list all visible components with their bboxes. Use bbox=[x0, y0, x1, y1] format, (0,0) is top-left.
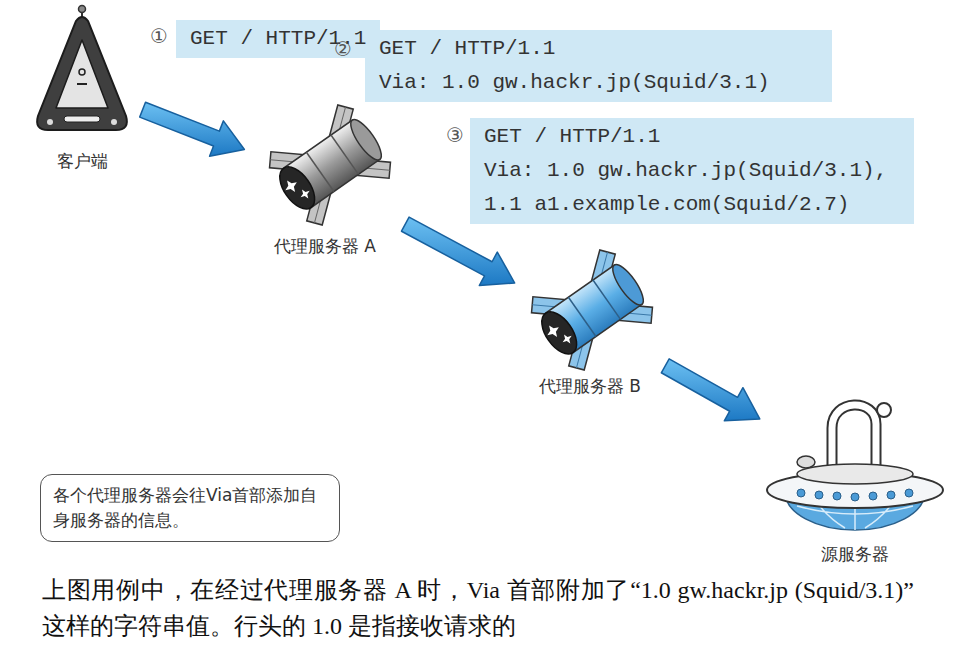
node-label: 源服务器 bbox=[821, 543, 889, 565]
node-label: 客户端 bbox=[57, 150, 108, 172]
proxy-b-icon bbox=[523, 244, 660, 377]
request-arrow bbox=[140, 102, 245, 156]
proxy-face bbox=[273, 161, 322, 215]
client-dot bbox=[111, 119, 117, 125]
client-body bbox=[37, 17, 127, 130]
client-node: 客户端 bbox=[27, 0, 137, 172]
node-label: 代理服务器 B bbox=[539, 375, 641, 397]
proxy-face bbox=[535, 306, 584, 360]
antenna-loop bbox=[832, 405, 876, 472]
antenna-tip bbox=[79, 6, 86, 13]
client-dot bbox=[47, 119, 53, 125]
callout-number: ③ bbox=[446, 122, 464, 148]
proxy-node: 代理服务器 B bbox=[520, 250, 660, 397]
note-box: 各个代理服务器会往Via首部添加自身服务器的信息。 bbox=[40, 474, 340, 542]
origin-server-icon bbox=[767, 403, 943, 530]
request-line: GET / HTTP/1.1 bbox=[484, 120, 900, 154]
client-icon bbox=[37, 6, 127, 131]
request-line: Via: 1.0 gw.hackr.jp(Squid/3.1) bbox=[379, 66, 818, 100]
request-callout: GET / HTTP/1.1Via: 1.0 gw.hackr.jp(Squid… bbox=[470, 118, 914, 224]
sparkle bbox=[559, 331, 574, 346]
client-face bbox=[56, 40, 108, 108]
rim-light bbox=[851, 493, 859, 501]
proxy-back bbox=[346, 116, 387, 164]
sparkle bbox=[543, 321, 562, 340]
rim-light bbox=[833, 492, 841, 500]
server-node: 源服务器 bbox=[765, 380, 945, 565]
proxy-ring bbox=[593, 280, 621, 319]
request-arrow bbox=[661, 359, 759, 421]
client-eye bbox=[79, 69, 85, 75]
server-dish bbox=[797, 456, 815, 468]
proxy-back bbox=[608, 261, 649, 309]
rim-light bbox=[797, 489, 805, 497]
request-line: GET / HTTP/1.1 bbox=[379, 32, 818, 66]
rim-light bbox=[869, 492, 877, 500]
antenna-loop bbox=[832, 405, 876, 472]
callout-number: ① bbox=[150, 23, 168, 49]
antenna-ball bbox=[877, 403, 891, 417]
node-label: 代理服务器 A bbox=[274, 235, 376, 257]
rim-light bbox=[815, 491, 823, 499]
body-text: 上图用例中，在经过代理服务器 A 时，Via 首部附加了“1.0 gw.hack… bbox=[42, 572, 914, 644]
client-slot bbox=[64, 116, 100, 122]
proxy-a-icon bbox=[261, 99, 398, 232]
sparkle bbox=[281, 176, 300, 195]
server-deck bbox=[797, 464, 913, 484]
rim-light bbox=[905, 489, 913, 497]
request-line: Via: 1.0 gw.hackr.jp(Squid/3.1), 1.1 a1.… bbox=[484, 154, 900, 222]
proxy-node: 代理服务器 A bbox=[250, 105, 400, 257]
callout-number: ② bbox=[334, 36, 352, 62]
rim-light bbox=[887, 491, 895, 499]
request-callout: GET / HTTP/1.1Via: 1.0 gw.hackr.jp(Squid… bbox=[365, 30, 832, 102]
sparkle bbox=[297, 186, 312, 201]
client-mouth bbox=[77, 83, 87, 85]
request-arrow bbox=[401, 217, 514, 285]
note-text: 各个代理服务器会往Via首部添加自身服务器的信息。 bbox=[53, 483, 327, 533]
proxy-ring bbox=[331, 135, 359, 174]
